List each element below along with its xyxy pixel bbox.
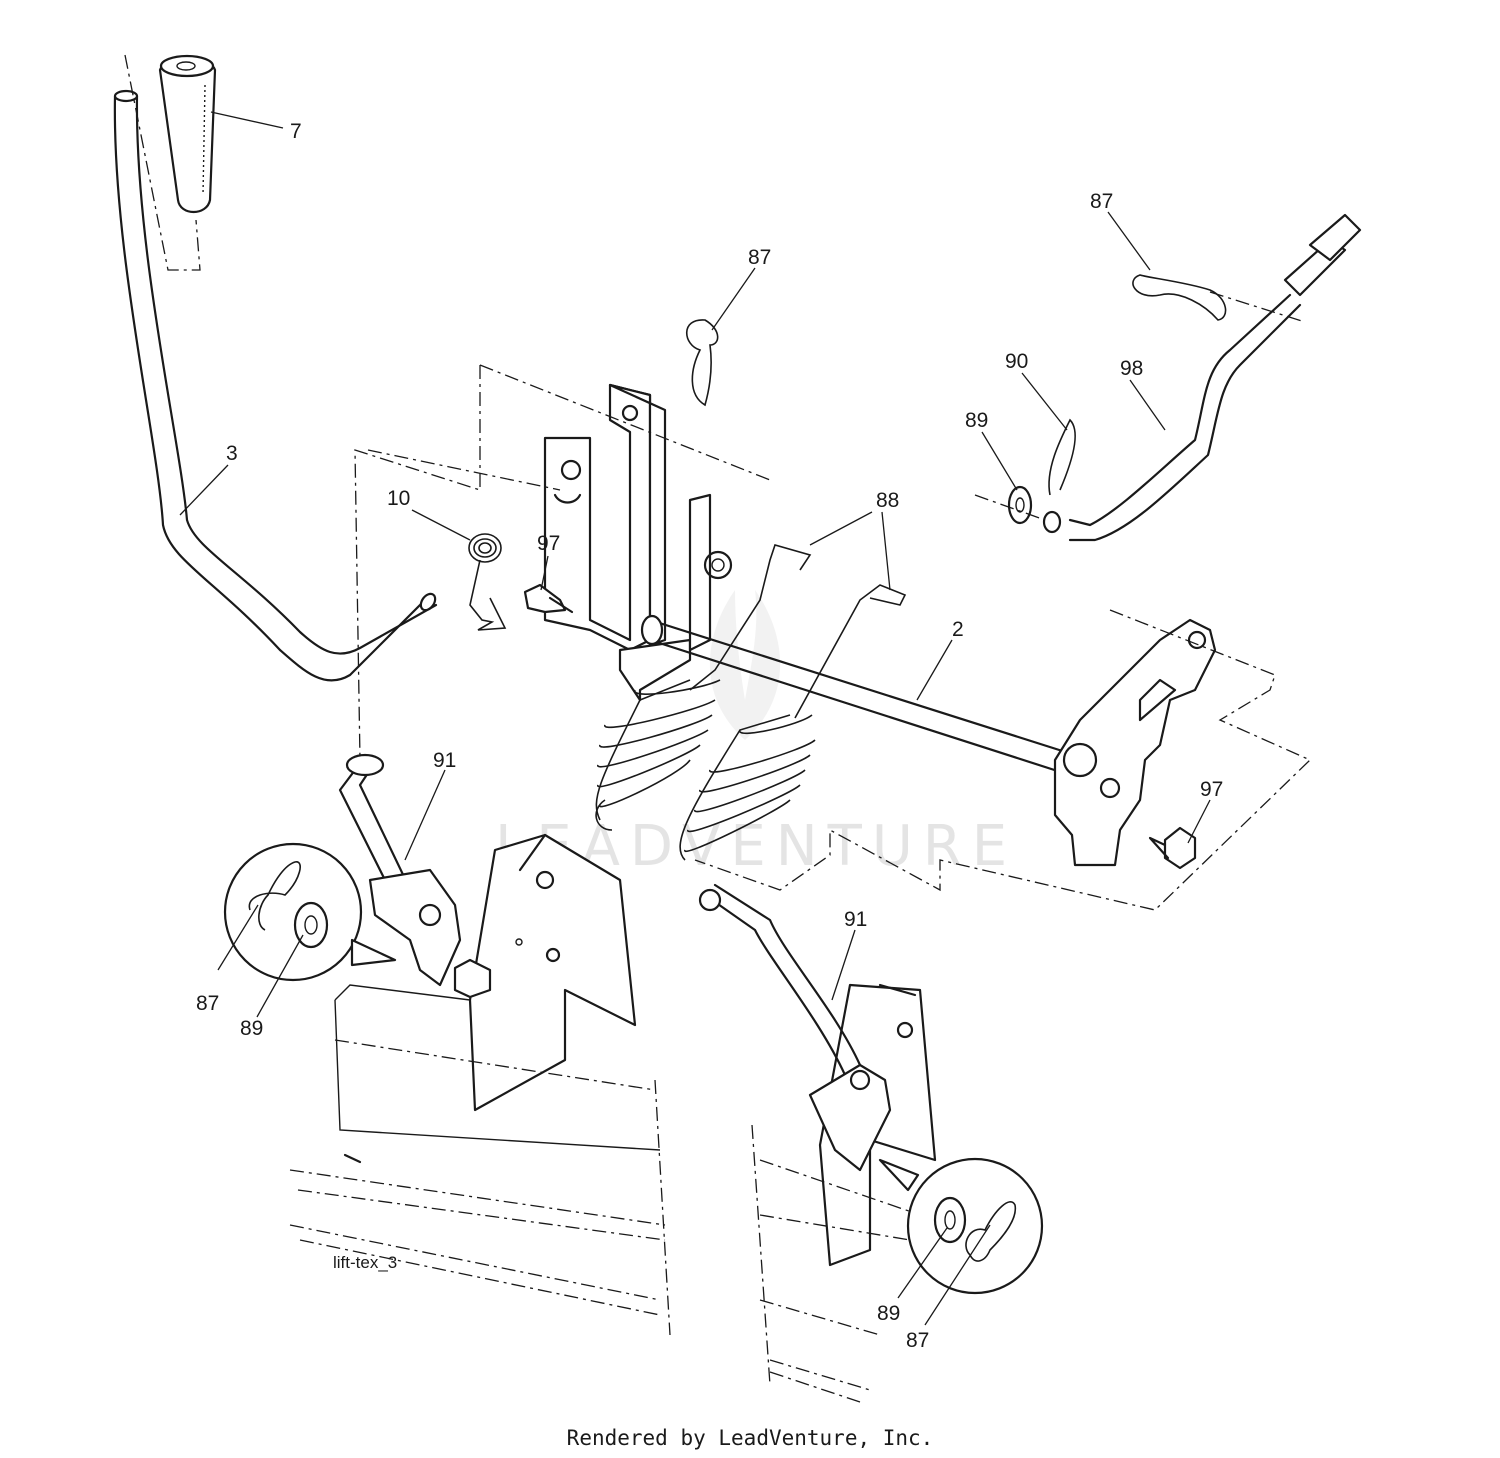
cotter-pin-part (1048, 418, 1076, 496)
detail-circle-right (878, 1157, 1044, 1295)
extension-spring-left-part (595, 544, 812, 831)
bolt-left-part (523, 583, 574, 614)
callout-90: 90 (1005, 350, 1028, 373)
torsion-spring-part (468, 533, 507, 631)
pivot-bracket-part (543, 383, 733, 702)
bracket-phantom-line-1 (354, 365, 481, 761)
deck-bracket-left-part (468, 833, 637, 1112)
callout-88: 88 (876, 489, 899, 512)
callout-97-left: 97 (537, 532, 560, 555)
callout-89-left-detail: 89 (240, 1017, 263, 1040)
hairpin-clip-right-part (1132, 274, 1306, 323)
callout-7: 7 (290, 120, 302, 143)
callout-98: 98 (1120, 357, 1143, 380)
lift-arm-part (1053, 618, 1217, 867)
deck-left-part (289, 984, 671, 1336)
leader-lines (179, 111, 1211, 1326)
extension-spring-right-part (679, 584, 907, 861)
callout-3: 3 (226, 442, 238, 465)
handle-phantom-line (124, 54, 201, 271)
lift-link-rod-part (1042, 213, 1362, 542)
hairpin-clip-upper-part (686, 319, 719, 407)
deck-right-part (751, 1124, 936, 1403)
arm-phantom-line (694, 609, 1312, 911)
detail-circle-left (223, 842, 397, 982)
handle-grip-part (158, 54, 217, 214)
rendered-by-footer: Rendered by LeadVenture, Inc. (566, 1426, 934, 1450)
callout-97-right: 97 (1200, 778, 1223, 801)
drawing-code-label: lift-tex_3 (333, 1253, 397, 1272)
watermark-logo (709, 590, 781, 740)
bolt-right-part (1148, 826, 1197, 870)
washer-right-part (1007, 485, 1033, 525)
lift-link-right-part (698, 883, 892, 1172)
callout-89-upper: 89 (965, 409, 988, 432)
bracket-phantom-line-2 (479, 364, 771, 481)
callout-10: 10 (387, 487, 410, 510)
lift-link-left-part (338, 753, 492, 999)
callout-89-right-detail: 89 (877, 1302, 900, 1325)
callout-91-left: 91 (433, 749, 456, 772)
callout-87-upper: 87 (748, 246, 771, 269)
callout-87-right: 87 (1090, 190, 1113, 213)
callout-87-right-detail: 87 (906, 1329, 929, 1352)
callout-87-left-detail: 87 (196, 992, 219, 1015)
link-phantom-line (974, 494, 1046, 521)
callout-2: 2 (952, 618, 964, 641)
bracket-phantom-line-3 (367, 449, 561, 491)
lift-handle-part (113, 89, 438, 682)
callout-91-right: 91 (844, 908, 867, 931)
